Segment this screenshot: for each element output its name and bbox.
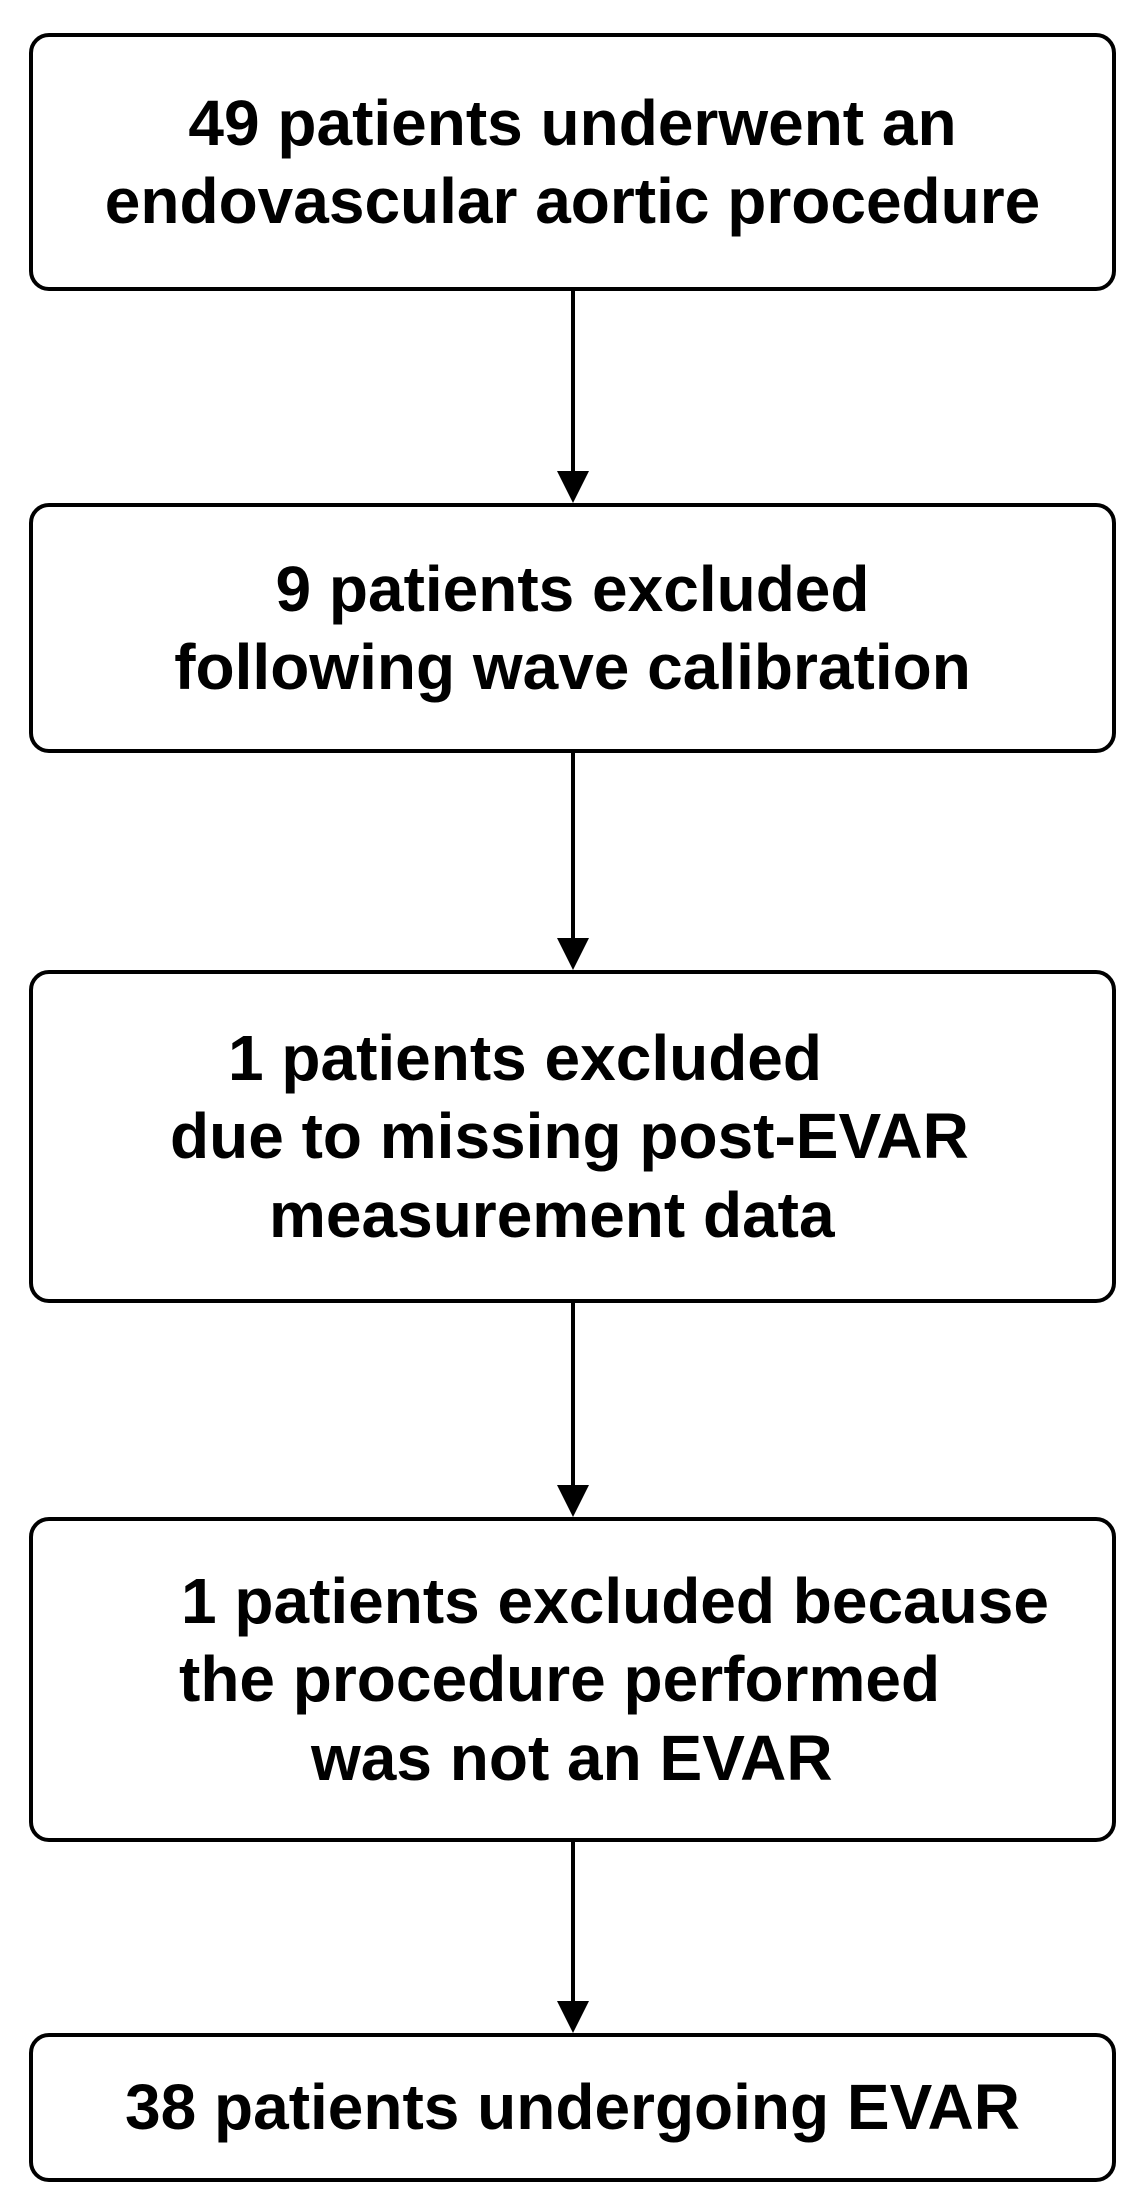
- step-box-final-cohort: 38 patients undergoing EVAR: [29, 2033, 1116, 2182]
- step-4-line-1: 1 patients excluded because: [181, 1565, 1049, 1638]
- step-box-enrolled: 49 patients underwent an endovascular ao…: [29, 33, 1116, 291]
- step-5-line-1: 38 patients undergoing EVAR: [125, 2071, 1020, 2144]
- step-3-line-2: due to missing post-EVAR: [170, 1100, 969, 1173]
- step-box-excluded-calibration: 9 patients excluded following wave calib…: [29, 503, 1116, 753]
- step-box-excluded-missing-data: 1 patients excluded due to missing post-…: [29, 970, 1116, 1303]
- step-1-line-1: 49 patients underwent an: [188, 86, 957, 159]
- step-box-excluded-not-evar: 1 patients excluded because the procedur…: [29, 1517, 1116, 1842]
- step-1-line-2: endovascular aortic procedure: [104, 165, 1041, 237]
- step-4-line-3: was not an EVAR: [311, 1721, 833, 1794]
- step-2-line-2: following wave calibration: [174, 631, 971, 703]
- step-4-line-2: the procedure performed: [179, 1643, 941, 1716]
- step-2-line-1: 9 patients excluded: [275, 552, 870, 625]
- step-3-line-3: measurement data: [269, 1178, 835, 1251]
- step-3-line-1: 1 patients excluded: [228, 1022, 822, 1095]
